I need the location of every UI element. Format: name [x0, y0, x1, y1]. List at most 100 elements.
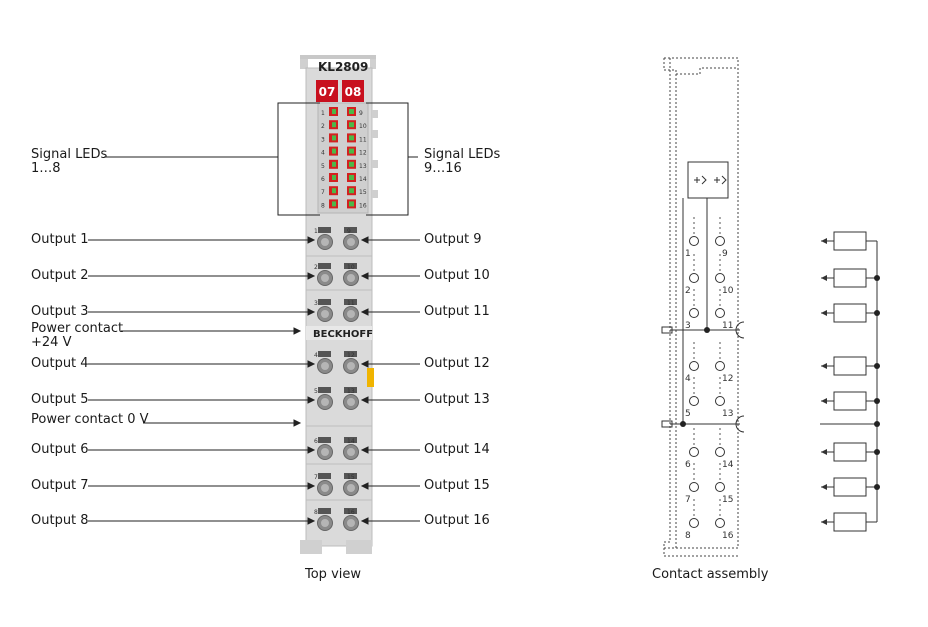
signal-leds-right-label: Signal LEDs 9…16 [424, 147, 501, 176]
contact-assembly-caption: Contact assembly [652, 567, 769, 582]
terminal-screw-inner [347, 274, 355, 282]
terminal-number: 4 [314, 352, 318, 359]
terminal-screw-inner [347, 362, 355, 370]
terminal-number: 2 [314, 264, 318, 271]
terminal-screw-inner [321, 448, 329, 456]
callout-arrow [307, 236, 316, 244]
terminal-screw-inner [321, 274, 329, 282]
schematic-terminal [715, 482, 725, 492]
load-arrow [821, 363, 827, 369]
load-arrow [821, 238, 827, 244]
led-green-right [349, 175, 354, 180]
callout-arrow [307, 360, 316, 368]
terminal-number: 3 [314, 300, 318, 307]
callout-arrow [307, 446, 316, 454]
output-label-right: Output 11 [424, 304, 490, 319]
led-green-left [332, 122, 336, 128]
schematic-terminal-number: 3 [685, 321, 691, 331]
led-green-right [349, 135, 354, 141]
terminal-slot [318, 508, 331, 514]
schematic-terminal [715, 273, 725, 283]
callout-arrow [360, 360, 369, 368]
led-green-left [332, 109, 336, 114]
load-arrow [821, 519, 827, 525]
load-resistor [833, 303, 867, 323]
led-green-right [349, 161, 354, 167]
led-number-left: 1 [321, 110, 325, 117]
load-junction [874, 484, 880, 490]
led-number-left: 7 [321, 189, 325, 196]
led-green-right [349, 188, 354, 194]
load-arrow [821, 449, 827, 455]
schematic-terminal-number: 5 [685, 409, 691, 419]
schematic-terminal-number: 10 [722, 286, 734, 296]
load-arrow [821, 310, 827, 316]
schematic-terminal-number: 8 [685, 531, 691, 541]
callout-arrow [293, 327, 302, 335]
power-contact-0v-label: Power contact 0 V [31, 412, 149, 427]
output-label-left: Output 3 [31, 304, 89, 319]
load-resistor [833, 391, 867, 411]
terminal-slot [318, 351, 331, 357]
terminal-screw-inner [347, 448, 355, 456]
output-label-left: Output 5 [31, 392, 89, 407]
load-resistor [833, 356, 867, 376]
contact-assembly [661, 57, 745, 557]
terminal-screw-inner [347, 310, 355, 318]
led-badge-07 [316, 80, 338, 102]
schematic-terminal-number: 16 [722, 531, 734, 541]
terminal-slot [344, 227, 357, 233]
led-green-right [349, 201, 354, 207]
led-green-left [332, 175, 336, 180]
led-badge-text: 07 [319, 85, 336, 99]
terminal-number: 9 [347, 228, 351, 235]
terminal-slot [318, 263, 331, 269]
output-label-right: Output 12 [424, 356, 490, 371]
load-junction [874, 421, 880, 427]
terminal-slot [318, 299, 331, 305]
terminal-slot [344, 387, 357, 393]
terminal-number: 5 [314, 388, 318, 395]
output-label-right: Output 14 [424, 442, 490, 457]
callout-arrow [293, 419, 302, 427]
terminal-slot [344, 473, 357, 479]
output-label-left: Output 1 [31, 232, 89, 247]
schematic-terminal [715, 396, 725, 406]
terminal-screw-inner [347, 238, 355, 246]
callout-arrow [307, 396, 316, 404]
terminal-number: 11 [347, 300, 355, 307]
led-number-right: 9 [359, 110, 363, 117]
schematic-terminal [715, 236, 725, 246]
terminal-slot [344, 437, 357, 443]
callout-arrow [360, 396, 369, 404]
schematic-terminal-number: 4 [685, 374, 691, 384]
led-number-right: 14 [359, 176, 367, 183]
output-label-right: Output 13 [424, 392, 490, 407]
led-number-left: 4 [321, 150, 325, 157]
load-junction [874, 275, 880, 281]
led-number-left: 8 [321, 202, 325, 209]
load-arrow [821, 484, 827, 490]
load-resistor [833, 512, 867, 532]
callout-arrow [307, 308, 316, 316]
led-number-left: 6 [321, 176, 325, 183]
load-resistor [833, 231, 867, 251]
latch-tab [367, 368, 374, 387]
power-contact-24v-label: Power contact +24 V [31, 321, 124, 350]
led-green-left [332, 161, 336, 167]
output-label-right: Output 9 [424, 232, 482, 247]
terminal-screw-inner [321, 362, 329, 370]
led-green-right [349, 148, 354, 154]
schematic-terminal-number: 13 [722, 409, 733, 419]
schematic-terminal-number: 1 [685, 249, 691, 259]
callout-arrow [360, 308, 369, 316]
signal-leds-left-label: Signal LEDs 1…8 [31, 147, 108, 176]
load-junction [874, 363, 880, 369]
load-resistor [833, 477, 867, 497]
output-label-right: Output 16 [424, 513, 490, 528]
terminal-slot [344, 299, 357, 305]
led-badge-08 [342, 80, 364, 102]
schematic-terminal [689, 273, 699, 283]
output-label-right: Output 15 [424, 478, 490, 493]
